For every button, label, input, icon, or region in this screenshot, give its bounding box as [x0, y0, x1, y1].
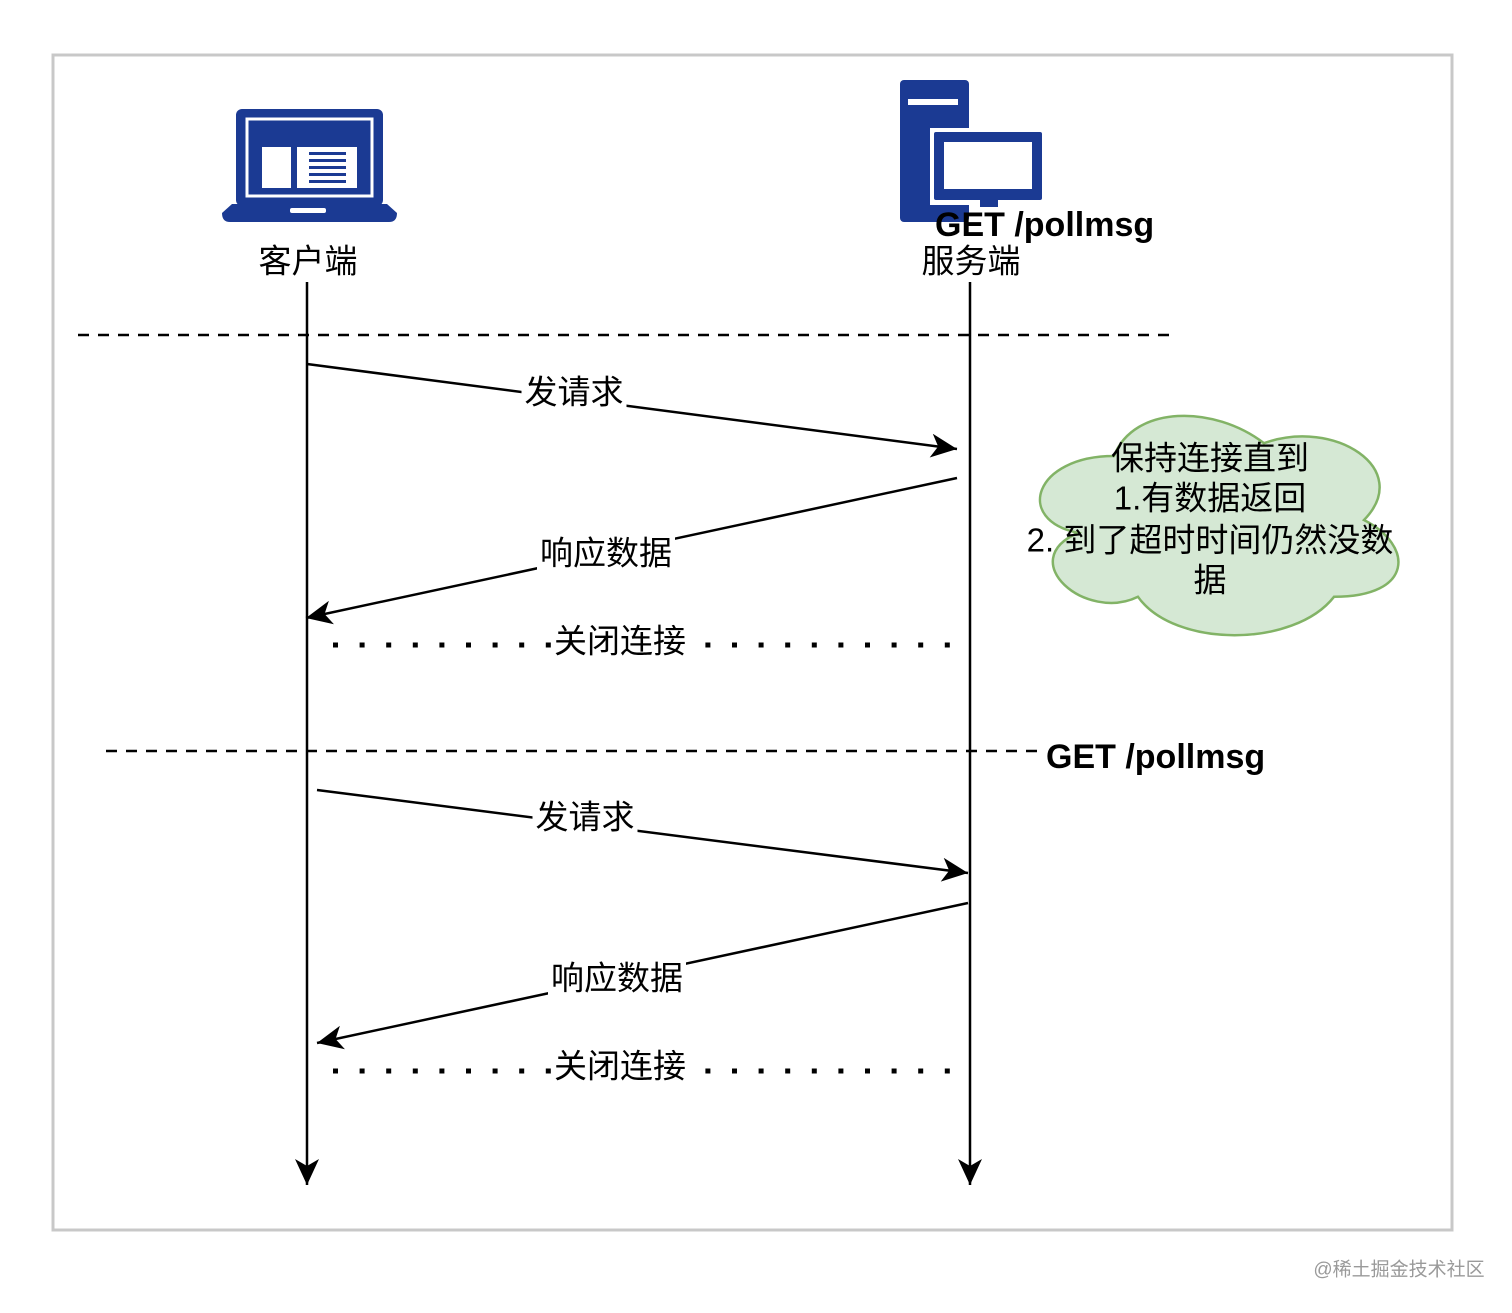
note-line-3: 2. 到了超时时间仍然没数: [1026, 521, 1394, 559]
request-path-label-2: GET /pollmsg: [1046, 738, 1266, 776]
laptop-text-line: [309, 152, 346, 155]
close-label-1: 关闭连接: [551, 622, 689, 660]
server-drive-slot: [908, 99, 958, 105]
server-icon: [900, 80, 1046, 222]
server-monitor-screen: [944, 142, 1032, 189]
note-line-1: 保持连接直到: [1111, 439, 1309, 477]
request-label-1: 发请求: [521, 373, 627, 411]
laptop-touchpad-notch: [290, 208, 326, 213]
client-label: 客户端: [258, 242, 358, 280]
laptop-text-line: [309, 180, 346, 183]
laptop-screen-border: [245, 117, 374, 198]
diagram-frame: [51, 53, 1454, 1232]
note-line-4: 据: [1193, 561, 1227, 599]
laptop-window-left-pane: [262, 147, 291, 188]
laptop-text-line: [309, 159, 346, 162]
request-label-2: 发请求: [532, 798, 638, 836]
server-label: 服务端: [921, 242, 1021, 280]
close-label-2: 关闭连接: [551, 1047, 689, 1085]
laptop-text-line: [309, 166, 346, 169]
response-label-2: 响应数据: [548, 959, 686, 997]
request-arrow-2: [316, 788, 969, 882]
laptop-icon: [222, 109, 397, 222]
request-arrow-1: [306, 362, 958, 458]
watermark: @稀土掘金技术社区: [1313, 1259, 1485, 1281]
request-path-label-1: GET /pollmsg: [935, 206, 1155, 244]
note-cloud: [1038, 414, 1400, 637]
note-line-2: 1.有数据返回: [1113, 479, 1307, 517]
server-monitor-stand: [980, 200, 998, 207]
laptop-text-line: [309, 173, 346, 176]
response-label-1: 响应数据: [537, 534, 675, 572]
